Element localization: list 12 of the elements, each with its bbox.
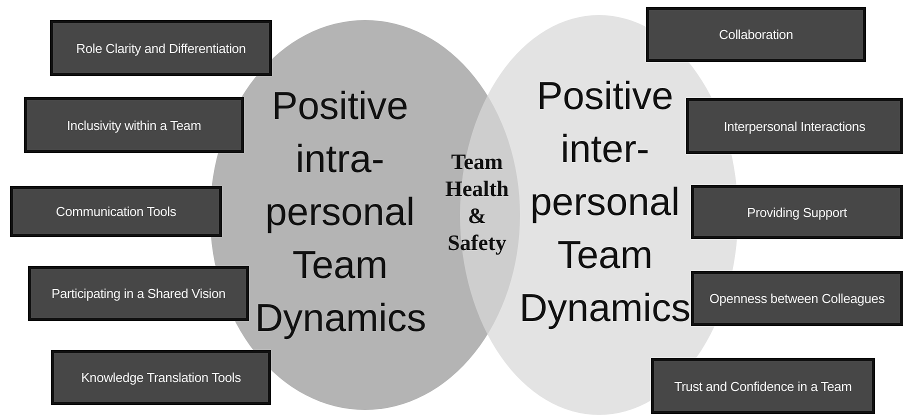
factor-box: Openness between Colleagues [691,271,903,326]
factor-box: Role Clarity and Differentiation [50,20,272,76]
factor-box: Collaboration [646,7,866,62]
circle-title: Positive intra- personal Team Dynamics [255,84,425,342]
factor-box: Interpersonal Interactions [686,98,903,154]
factor-box: Participating in a Shared Vision [28,266,249,321]
factor-box: Providing Support [691,185,903,239]
overlap-title: Team Health & Safety [444,148,510,256]
factor-box: Inclusivity within a Team [24,97,244,153]
factor-box: Trust and Confidence in a Team [651,358,875,414]
factor-box: Communication Tools [10,186,222,237]
factor-box: Knowledge Translation Tools [51,350,271,405]
